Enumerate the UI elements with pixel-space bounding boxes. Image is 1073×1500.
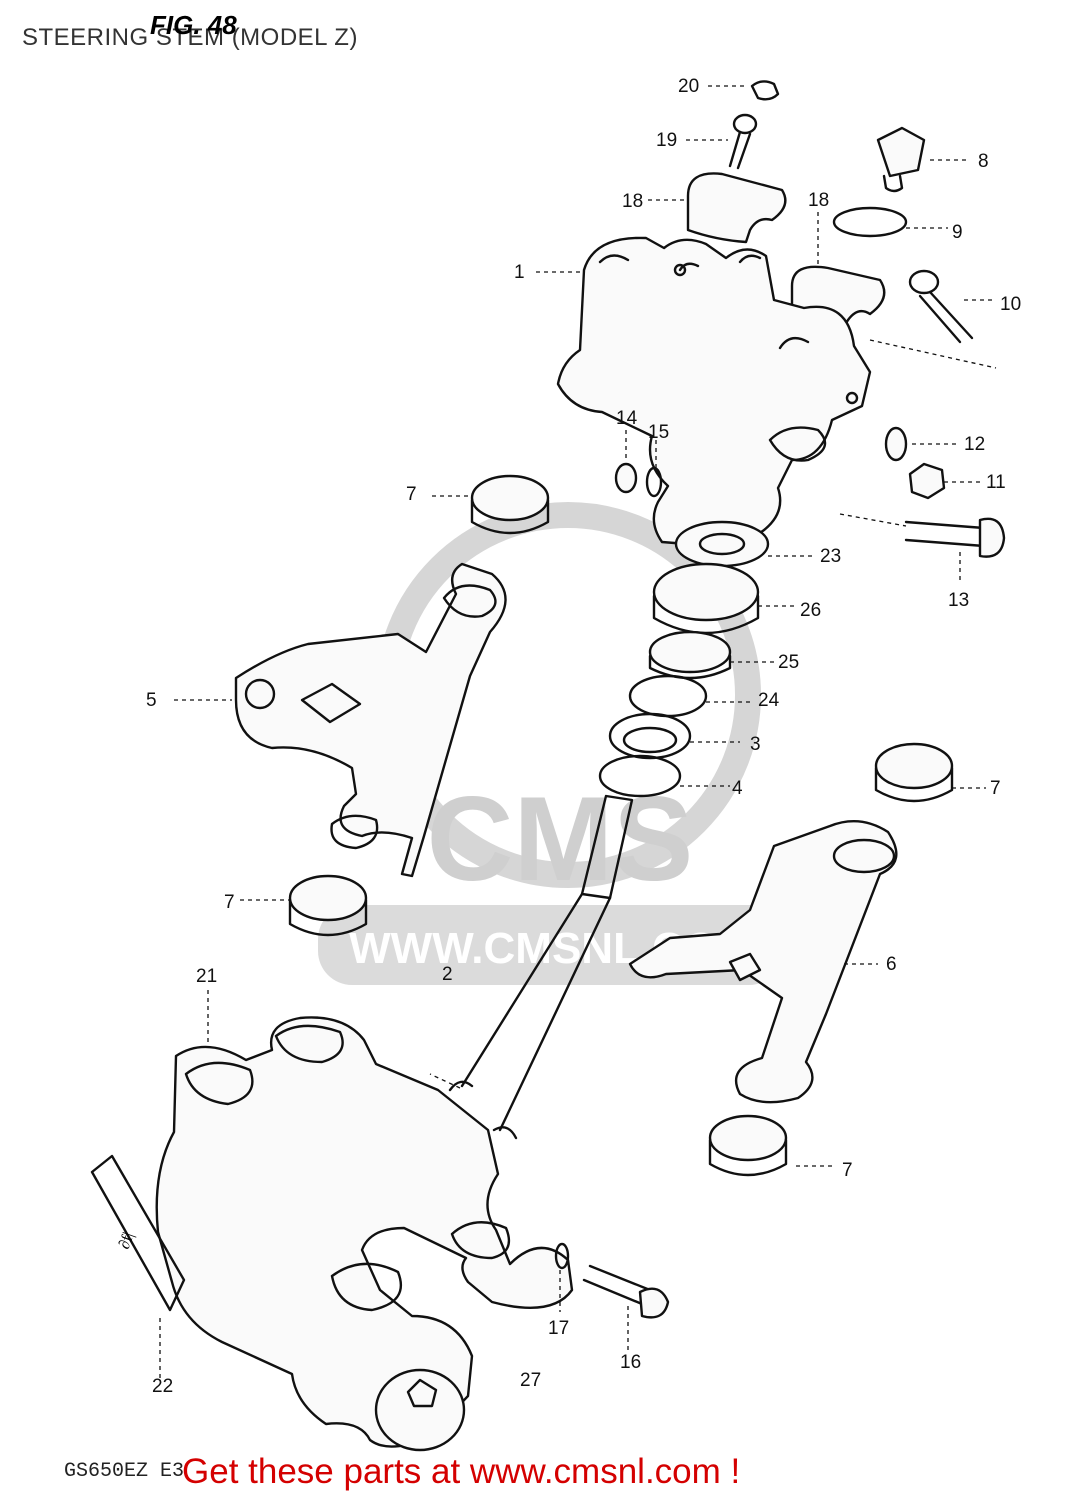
part-5-bottom-ring [330,814,379,850]
part-17-washer [554,1242,570,1270]
part-11-nut [908,462,946,500]
cta-link[interactable]: Get these parts at www.cmsnl.com ! [182,1452,741,1491]
callout-20: 20 [678,76,699,97]
callout-7-right: 7 [990,778,1001,799]
callout-18-upper: 18 [622,191,643,212]
callout-13: 13 [948,590,969,611]
part-12-washer [884,426,908,462]
part-13-bolt [904,517,1006,558]
watermark-logo-text: CMS [427,772,694,906]
callout-5: 5 [146,690,157,711]
part-1-hole-right [845,391,859,405]
part-25-race [648,630,732,674]
part-7-cap-top [470,474,550,535]
part-2-stem [448,794,634,1140]
part-22-plate-mark: ∂f| [116,1230,138,1251]
callout-7-lower: 7 [842,1160,853,1181]
part-19-bolt [728,113,758,170]
callout-labels: 20 19 8 18 18 9 1 10 12 14 15 11 7 13 23… [146,76,1021,1397]
callout-27: 27 [520,1370,541,1391]
part-23-nut [674,520,770,568]
model-code: GS650EZ E3 [64,1460,185,1483]
cms-watermark: CMS WWW.CMSNL.COM [318,502,783,985]
callout-4: 4 [732,778,743,799]
callout-6: 6 [886,954,897,975]
callout-24: 24 [758,690,780,711]
part-27-cap [374,1368,466,1452]
part-8-plug [876,126,926,193]
callout-16: 16 [620,1352,641,1373]
part-7-cap-lower [708,1114,788,1177]
part-7-cap-right [874,742,954,803]
callout-11: 11 [986,472,1006,493]
callout-10: 10 [1000,294,1021,315]
part-18-holder-upper [686,172,787,244]
callout-18-lower: 18 [808,190,829,211]
part-22-label-plate [90,1154,186,1312]
part-1-upper-bracket [556,236,872,548]
part-24-race [628,674,708,718]
callout-1: 1 [514,262,525,283]
callout-7-top: 7 [406,484,417,505]
callout-23: 23 [820,546,841,567]
part-5-top-ring [442,584,497,618]
callout-25: 25 [778,652,799,673]
part-7-cap-left [288,874,368,937]
part-5-hole [244,678,276,710]
part-9-washer [832,206,908,238]
part-1-detail [598,254,827,462]
callout-9: 9 [952,222,963,243]
callout-17: 17 [548,1318,569,1339]
part-5-bracket [234,562,507,878]
diagram-title: STEERING STEM (MODEL Z) [22,24,358,51]
callout-22: 22 [152,1376,173,1397]
part-5-slot [300,682,362,724]
callout-26: 26 [800,600,821,621]
figure-number: FIG. 48 [150,10,237,40]
part-6-ring [832,838,896,874]
callout-12: 12 [964,434,985,455]
callout-15: 15 [648,422,669,443]
callout-3: 3 [750,734,761,755]
part-6-block [728,952,762,982]
callout-7-left: 7 [224,892,235,913]
part-14-nut [614,462,638,494]
callout-14: 14 [616,408,638,429]
part-3-bearing [608,712,692,760]
callout-21: 21 [196,966,217,987]
part-16-bolt [582,1264,670,1319]
part-21-lower-bracket [155,1016,574,1448]
callout-2: 2 [442,964,453,985]
part-10-bolt [908,269,974,344]
part-26-cover [652,562,760,622]
part-20-cap [750,80,780,101]
part-1-hole [673,263,687,277]
leader-lines [159,85,997,1378]
part-4-race [598,754,682,798]
part-15-washer [645,466,663,498]
bearing-stack [598,520,770,798]
callout-8: 8 [978,151,989,172]
callout-19: 19 [656,130,677,151]
part-21-rings [184,1024,511,1312]
part-6-bracket [628,820,898,1104]
